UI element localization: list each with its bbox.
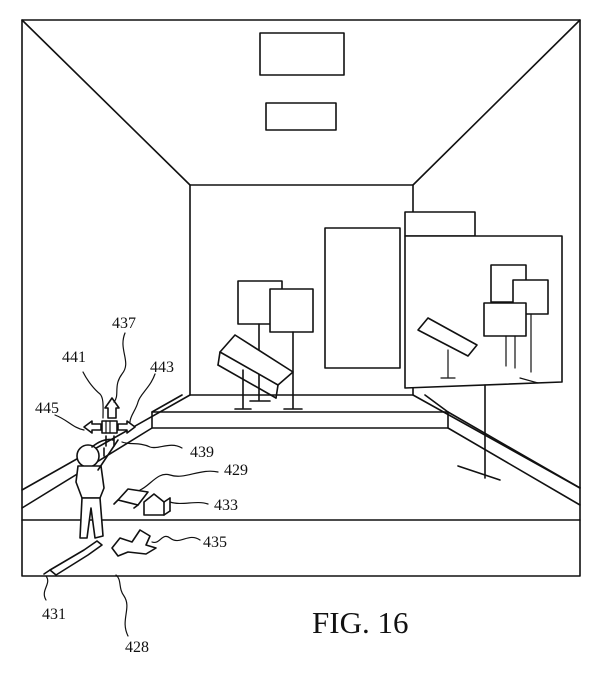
virtual-screen [404,211,563,481]
wall-panel [324,227,401,369]
slanted-stand [217,334,294,399]
label-443: 443 [150,359,174,376]
label-441: 441 [62,349,86,366]
floor-objects [43,488,171,576]
label-439: 439 [190,444,214,461]
leader-lines [43,332,219,637]
reference-labels: 437 441 443 445 439 429 433 435 431 428 [35,315,248,656]
stage-platform [151,394,449,429]
label-429: 429 [224,462,248,479]
label-431: 431 [42,606,66,623]
person-figure [75,438,119,539]
label-435: 435 [203,534,227,551]
label-433: 433 [214,497,238,514]
gesture-menu-icons [83,397,136,447]
music-stands [234,280,314,410]
label-437: 437 [112,315,136,332]
ceiling-lights [259,32,345,131]
label-445: 445 [35,400,59,417]
figure-caption: FIG. 16 [312,605,408,640]
label-428: 428 [125,639,149,656]
